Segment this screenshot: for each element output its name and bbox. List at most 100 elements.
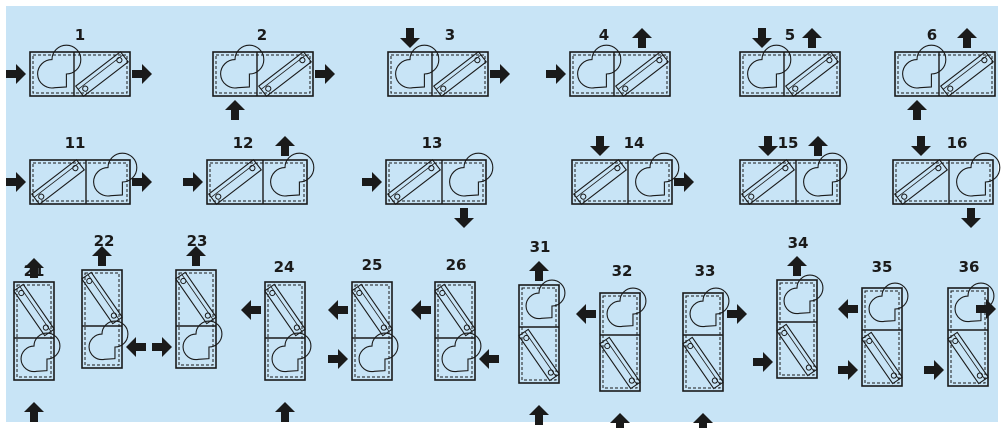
configuration-35: 35 bbox=[838, 258, 909, 387]
fan-volute-icon bbox=[956, 152, 1001, 197]
configuration-4: 4 bbox=[546, 26, 671, 98]
configuration-6: 6 bbox=[894, 26, 996, 120]
module-box bbox=[29, 159, 131, 205]
fan-volute-icon bbox=[577, 44, 622, 89]
fan-volute-icon bbox=[20, 332, 61, 373]
fan-volute-icon bbox=[606, 287, 647, 328]
configuration-number: 23 bbox=[187, 232, 208, 250]
configuration-24: 24 bbox=[241, 258, 312, 422]
filter-cassette-icon bbox=[784, 50, 840, 98]
arrow-icon bbox=[976, 299, 996, 319]
arrow-icon bbox=[674, 172, 694, 192]
fan-volute-icon bbox=[220, 44, 265, 89]
fan-volute-icon bbox=[803, 152, 848, 197]
filter-cassette-icon bbox=[614, 50, 670, 98]
arrow-icon bbox=[152, 337, 172, 357]
filter-cassette-icon bbox=[264, 283, 306, 337]
arrow-icon bbox=[92, 246, 112, 266]
arrow-icon bbox=[328, 349, 348, 369]
filter-cassette-icon bbox=[572, 158, 628, 206]
configuration-number: 4 bbox=[599, 26, 609, 44]
filter-cassette-icon bbox=[939, 50, 995, 98]
arrow-icon bbox=[576, 304, 596, 324]
fan-volute-icon bbox=[395, 44, 440, 89]
configuration-number: 16 bbox=[947, 134, 968, 152]
arrow-icon bbox=[6, 64, 26, 84]
filter-cassette-icon bbox=[682, 336, 724, 390]
arrow-icon bbox=[362, 172, 382, 192]
arrow-icon bbox=[479, 349, 499, 369]
arrow-icon bbox=[275, 402, 295, 422]
configuration-23: 23 bbox=[152, 232, 223, 369]
configuration-number: 24 bbox=[274, 258, 295, 276]
arrow-icon bbox=[758, 136, 778, 156]
arrow-icon bbox=[693, 413, 713, 428]
configuration-number: 31 bbox=[530, 238, 551, 256]
fan-volute-icon bbox=[954, 282, 995, 323]
filter-cassette-icon bbox=[434, 283, 476, 337]
arrow-icon bbox=[315, 64, 335, 84]
configuration-number: 25 bbox=[362, 256, 383, 274]
arrow-icon bbox=[24, 258, 44, 278]
arrow-icon bbox=[590, 136, 610, 156]
module-box bbox=[739, 159, 841, 205]
configuration-number: 5 bbox=[785, 26, 795, 44]
configuration-number: 11 bbox=[65, 134, 86, 152]
filter-cassette-icon bbox=[947, 331, 989, 385]
filter-cassette-icon bbox=[351, 283, 393, 337]
arrow-icon bbox=[132, 64, 152, 84]
fan-volute-icon bbox=[441, 332, 482, 373]
configuration-21: 21 bbox=[13, 258, 61, 422]
arrow-icon bbox=[454, 208, 474, 228]
module-box bbox=[571, 159, 673, 205]
configuration-number: 26 bbox=[446, 256, 467, 274]
arrow-icon bbox=[727, 304, 747, 324]
configuration-16: 16 bbox=[892, 134, 1001, 228]
configuration-number: 3 bbox=[445, 26, 455, 44]
arrow-icon bbox=[924, 360, 944, 380]
filter-cassette-icon bbox=[207, 158, 263, 206]
filter-cassette-icon bbox=[599, 336, 641, 390]
arrow-icon bbox=[490, 64, 510, 84]
filter-cassette-icon bbox=[74, 50, 130, 98]
configuration-number: 13 bbox=[422, 134, 443, 152]
filter-cassette-icon bbox=[432, 50, 488, 98]
arrow-icon bbox=[529, 405, 549, 425]
configuration-33: 33 bbox=[682, 262, 747, 428]
filter-cassette-icon bbox=[861, 331, 903, 385]
arrow-icon bbox=[957, 28, 977, 48]
arrow-icon bbox=[787, 256, 807, 276]
configuration-13: 13 bbox=[362, 134, 494, 228]
arrow-icon bbox=[183, 172, 203, 192]
configuration-number: 6 bbox=[927, 26, 937, 44]
fan-volute-icon bbox=[270, 152, 315, 197]
configuration-number: 33 bbox=[695, 262, 716, 280]
configuration-number: 15 bbox=[778, 134, 799, 152]
arrow-icon bbox=[126, 337, 146, 357]
filter-cassette-icon bbox=[518, 328, 560, 382]
configuration-2: 2 bbox=[212, 26, 335, 120]
configuration-number: 1 bbox=[75, 26, 85, 44]
arrow-icon bbox=[907, 100, 927, 120]
fan-volute-icon bbox=[182, 320, 223, 361]
configuration-number: 12 bbox=[233, 134, 254, 152]
configuration-36: 36 bbox=[924, 258, 996, 387]
fan-volute-icon bbox=[37, 44, 82, 89]
configuration-number: 2 bbox=[257, 26, 267, 44]
arrow-icon bbox=[132, 172, 152, 192]
arrow-icon bbox=[411, 300, 431, 320]
configuration-number: 36 bbox=[959, 258, 980, 276]
arrow-icon bbox=[241, 300, 261, 320]
arrow-icon bbox=[610, 413, 630, 428]
fan-volute-icon bbox=[88, 320, 129, 361]
configuration-number: 32 bbox=[612, 262, 633, 280]
module-box bbox=[892, 159, 994, 205]
filter-cassette-icon bbox=[257, 50, 313, 98]
filter-cassette-icon bbox=[776, 323, 818, 377]
arrow-icon bbox=[328, 300, 348, 320]
filter-cassette-icon bbox=[175, 271, 217, 325]
arrow-icon bbox=[911, 136, 931, 156]
arrow-icon bbox=[961, 208, 981, 228]
arrow-icon bbox=[546, 64, 566, 84]
configuration-22: 22 bbox=[81, 232, 146, 369]
